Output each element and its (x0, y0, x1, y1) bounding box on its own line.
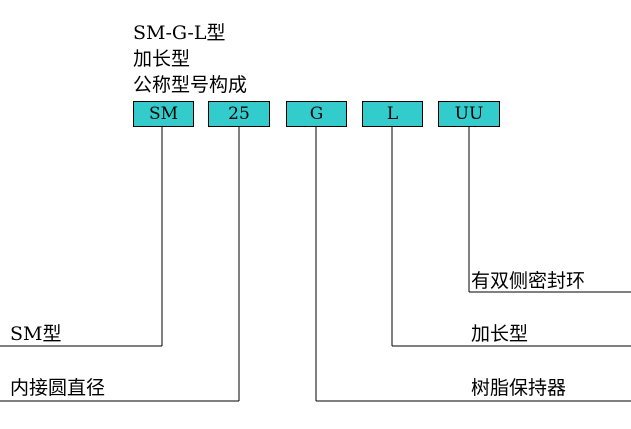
code-box-seal: UU (438, 101, 500, 127)
code-box-series: SM (133, 101, 194, 127)
model-series-title: SM-G-L型 (133, 22, 226, 44)
label-retainer: 树脂保持器 (471, 377, 567, 399)
nominal-model-heading: 公称型号构成 (133, 74, 248, 96)
code-box-retainer: G (286, 101, 347, 127)
code-box-inner-diameter: 25 (208, 101, 270, 127)
code-box-length: L (362, 101, 423, 127)
label-length: 加长型 (471, 323, 529, 345)
label-seal: 有双侧密封环 (471, 270, 586, 292)
variant-title: 加长型 (133, 48, 191, 70)
label-inner-diameter: 内接圆直径 (10, 377, 106, 399)
label-series: SM型 (10, 323, 62, 345)
